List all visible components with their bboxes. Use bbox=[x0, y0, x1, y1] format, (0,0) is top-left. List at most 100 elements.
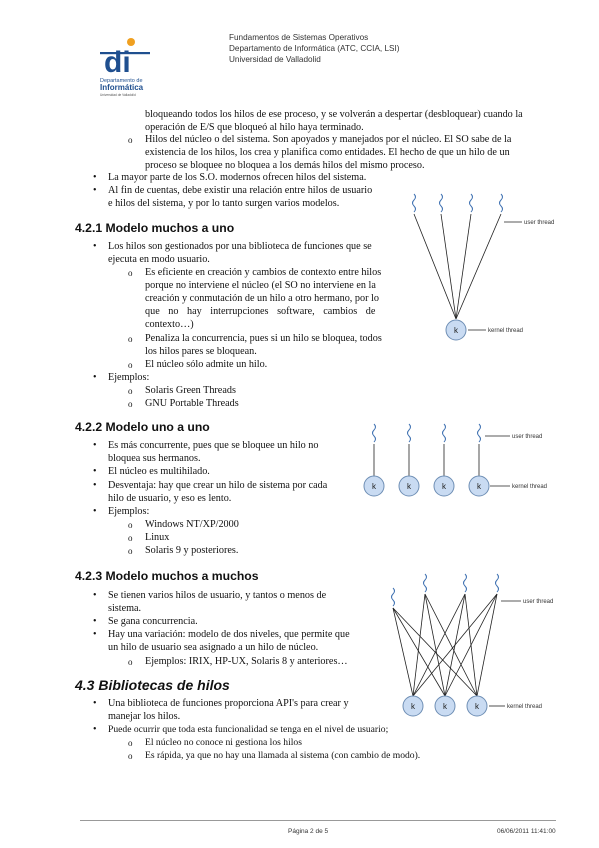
one-to-one-diagram: k k k k user thread kernel thread bbox=[363, 423, 547, 497]
kernel-thread-label: kernel thread bbox=[488, 328, 523, 334]
kernel-threads-line-2: existencia de los hilos, los crea y plan… bbox=[145, 147, 510, 158]
s422-example-2: Linux bbox=[145, 532, 170, 543]
logo-caption-1: Departamento de bbox=[100, 78, 143, 84]
user-thread-squiggle bbox=[442, 423, 446, 443]
s421-bullet-1-line-2: ejecuta en modo usuario. bbox=[108, 254, 210, 265]
circle-bullet-icon: o bbox=[128, 546, 133, 556]
intro-bullet-2-line-1: Al fin de cuentas, debe existir una rela… bbox=[108, 185, 373, 196]
kernel-thread-circle bbox=[434, 695, 456, 717]
circle-bullet-icon: o bbox=[128, 334, 133, 344]
s422-examples-label: Ejemplos: bbox=[108, 506, 150, 517]
s421-point-1-line-3: creación y conmutación de un hilo a otro… bbox=[145, 293, 379, 304]
kernel-thread-k: k bbox=[442, 482, 447, 491]
s43-bullet-1-line-2: manejar los hilos. bbox=[108, 711, 181, 722]
bullet-icon: • bbox=[93, 698, 97, 709]
section-4-2-1-title: 4.2.1 Modelo muchos a uno bbox=[75, 221, 235, 235]
kernel-thread-circle bbox=[445, 319, 467, 341]
kernel-thread-k: k bbox=[372, 482, 377, 491]
kernel-threads-line-3: proceso se bloquee no bloquea a los demá… bbox=[145, 160, 425, 171]
user-thread-squiggle bbox=[407, 423, 411, 443]
s421-point-1-line-2: porque no interviene el núcleo (el SO no… bbox=[145, 280, 376, 291]
user-thread-squiggle bbox=[391, 587, 395, 607]
user-thread-squiggle bbox=[372, 423, 376, 443]
circle-bullet-icon: o bbox=[128, 268, 133, 278]
intro-continuation-1: bloqueando todos los hilos de ese proces… bbox=[145, 109, 523, 120]
s423-examples: Ejemplos: IRIX, HP-UX, Solaris 8 y anter… bbox=[145, 656, 348, 667]
intro-continuation-2: operación de E/S que bloqueó al hilo hay… bbox=[145, 122, 364, 133]
circle-bullet-icon: o bbox=[128, 533, 133, 543]
s422-example-1: Windows NT/XP/2000 bbox=[145, 519, 239, 530]
kernel-thread-circle bbox=[433, 475, 455, 497]
kernel-thread-k: k bbox=[411, 702, 416, 711]
s421-example-2: GNU Portable Threads bbox=[145, 398, 239, 409]
circle-bullet-icon: o bbox=[128, 399, 133, 409]
circle-bullet-icon: o bbox=[128, 657, 133, 667]
user-thread-squiggle bbox=[423, 573, 427, 593]
user-thread-label: user thread bbox=[523, 599, 553, 605]
circle-bullet-icon: o bbox=[128, 738, 133, 748]
kernel-thread-circle bbox=[398, 475, 420, 497]
footer-page-number: Página 2 de 5 bbox=[288, 828, 329, 835]
s422-bullet-2: El núcleo es multihilado. bbox=[108, 466, 210, 477]
bullet-icon: • bbox=[93, 480, 97, 491]
s422-bullet-1-line-1: Es más concurrente, pues que se bloquee … bbox=[108, 440, 319, 451]
kernel-thread-k: k bbox=[475, 702, 480, 711]
bullet-icon: • bbox=[93, 724, 97, 735]
user-thread-squiggle bbox=[477, 423, 481, 443]
bullet-icon: • bbox=[93, 172, 97, 183]
logo-letters: di bbox=[104, 46, 131, 79]
s422-bullet-1-line-2: bloquea sus hermanos. bbox=[108, 453, 201, 464]
logo-caption-3: Universidad de Valladolid bbox=[100, 93, 136, 97]
circle-bullet-icon: o bbox=[128, 751, 133, 761]
many-to-one-diagram: k user thread kernel thread bbox=[412, 193, 554, 341]
s43-point-1: El núcleo no conoce ni gestiona los hilo… bbox=[145, 737, 302, 748]
user-thread-squiggle bbox=[439, 193, 443, 213]
kernel-thread-k: k bbox=[454, 326, 459, 335]
circle-bullet-icon: o bbox=[128, 520, 133, 530]
s423-bullet-1-line-2: sistema. bbox=[108, 603, 142, 614]
s423-bullet-1-line-1: Se tienen varios hilos de usuario, y tan… bbox=[108, 590, 327, 601]
user-thread-squiggle bbox=[463, 573, 467, 593]
kernel-thread-circle bbox=[402, 695, 424, 717]
kernel-thread-circle bbox=[468, 475, 490, 497]
user-thread-squiggle bbox=[412, 193, 416, 213]
logo-graphic: di Departamento de Informática Universid… bbox=[100, 38, 150, 97]
footer-divider bbox=[80, 820, 556, 821]
s423-bullet-2: Se gana concurrencia. bbox=[108, 616, 198, 627]
user-thread-squiggle bbox=[495, 573, 499, 593]
s421-point-1-line-5: contexto…) bbox=[145, 319, 194, 330]
s421-point-1-line-4-text: que no hay interrupciones software, camb… bbox=[145, 306, 376, 317]
footer-date: 06/06/2011 11:41:00 bbox=[497, 828, 556, 835]
circle-bullet-icon: o bbox=[128, 360, 133, 370]
s421-point-3: El núcleo sólo admite un hilo. bbox=[145, 359, 268, 370]
kernel-thread-k: k bbox=[407, 482, 412, 491]
circle-bullet-icon: o bbox=[128, 135, 133, 145]
kernel-thread-k: k bbox=[443, 702, 448, 711]
s421-point-2-line-2: los hilos pares se bloquean. bbox=[145, 346, 257, 357]
user-thread-squiggle bbox=[499, 193, 503, 213]
bullet-icon: • bbox=[93, 629, 97, 640]
section-4-2-2-title: 4.2.2 Modelo uno a uno bbox=[75, 420, 210, 434]
bullet-icon: • bbox=[93, 616, 97, 627]
user-thread-squiggle bbox=[469, 193, 473, 213]
kernel-thread-label: kernel thread bbox=[507, 704, 542, 710]
bullet-icon: • bbox=[93, 466, 97, 477]
kernel-thread-label: kernel thread bbox=[512, 484, 547, 490]
logo-caption-2: Informática bbox=[100, 83, 144, 92]
section-4-3-title: 4.3 Bibliotecas de hilos bbox=[75, 677, 230, 693]
bullet-icon: • bbox=[93, 372, 97, 383]
s422-bullet-3-line-1: Desventaja: hay que crear un hilo de sis… bbox=[108, 480, 328, 491]
s421-point-1-line-1: Es eficiente en creación y cambios de co… bbox=[145, 267, 382, 278]
kernel-threads-line-1: Hilos del núcleo o del sistema. Son apoy… bbox=[145, 134, 512, 145]
s422-example-3: Solaris 9 y posteriores. bbox=[145, 545, 239, 556]
user-thread-label: user thread bbox=[524, 220, 554, 226]
header-department: Departamento de Informática (ATC, CCIA, … bbox=[229, 44, 400, 53]
s43-bullet-2: Puede ocurrir que toda esta funcionalida… bbox=[108, 724, 389, 735]
s423-bullet-3-line-2: un hilo de usuario sea asignado a un hil… bbox=[108, 642, 319, 653]
s423-bullet-3-line-1: Hay una variación: modelo de dos niveles… bbox=[108, 629, 350, 640]
s422-bullet-3-line-2: hilo de usuario, y eso es lento. bbox=[108, 493, 232, 504]
s43-bullet-1-line-1: Una biblioteca de funciones proporciona … bbox=[108, 698, 349, 709]
header-university: Universidad de Valladolid bbox=[229, 55, 321, 64]
s421-point-2-line-1: Penaliza la concurrencia, pues si un hil… bbox=[145, 333, 382, 344]
bullet-icon: • bbox=[93, 590, 97, 601]
